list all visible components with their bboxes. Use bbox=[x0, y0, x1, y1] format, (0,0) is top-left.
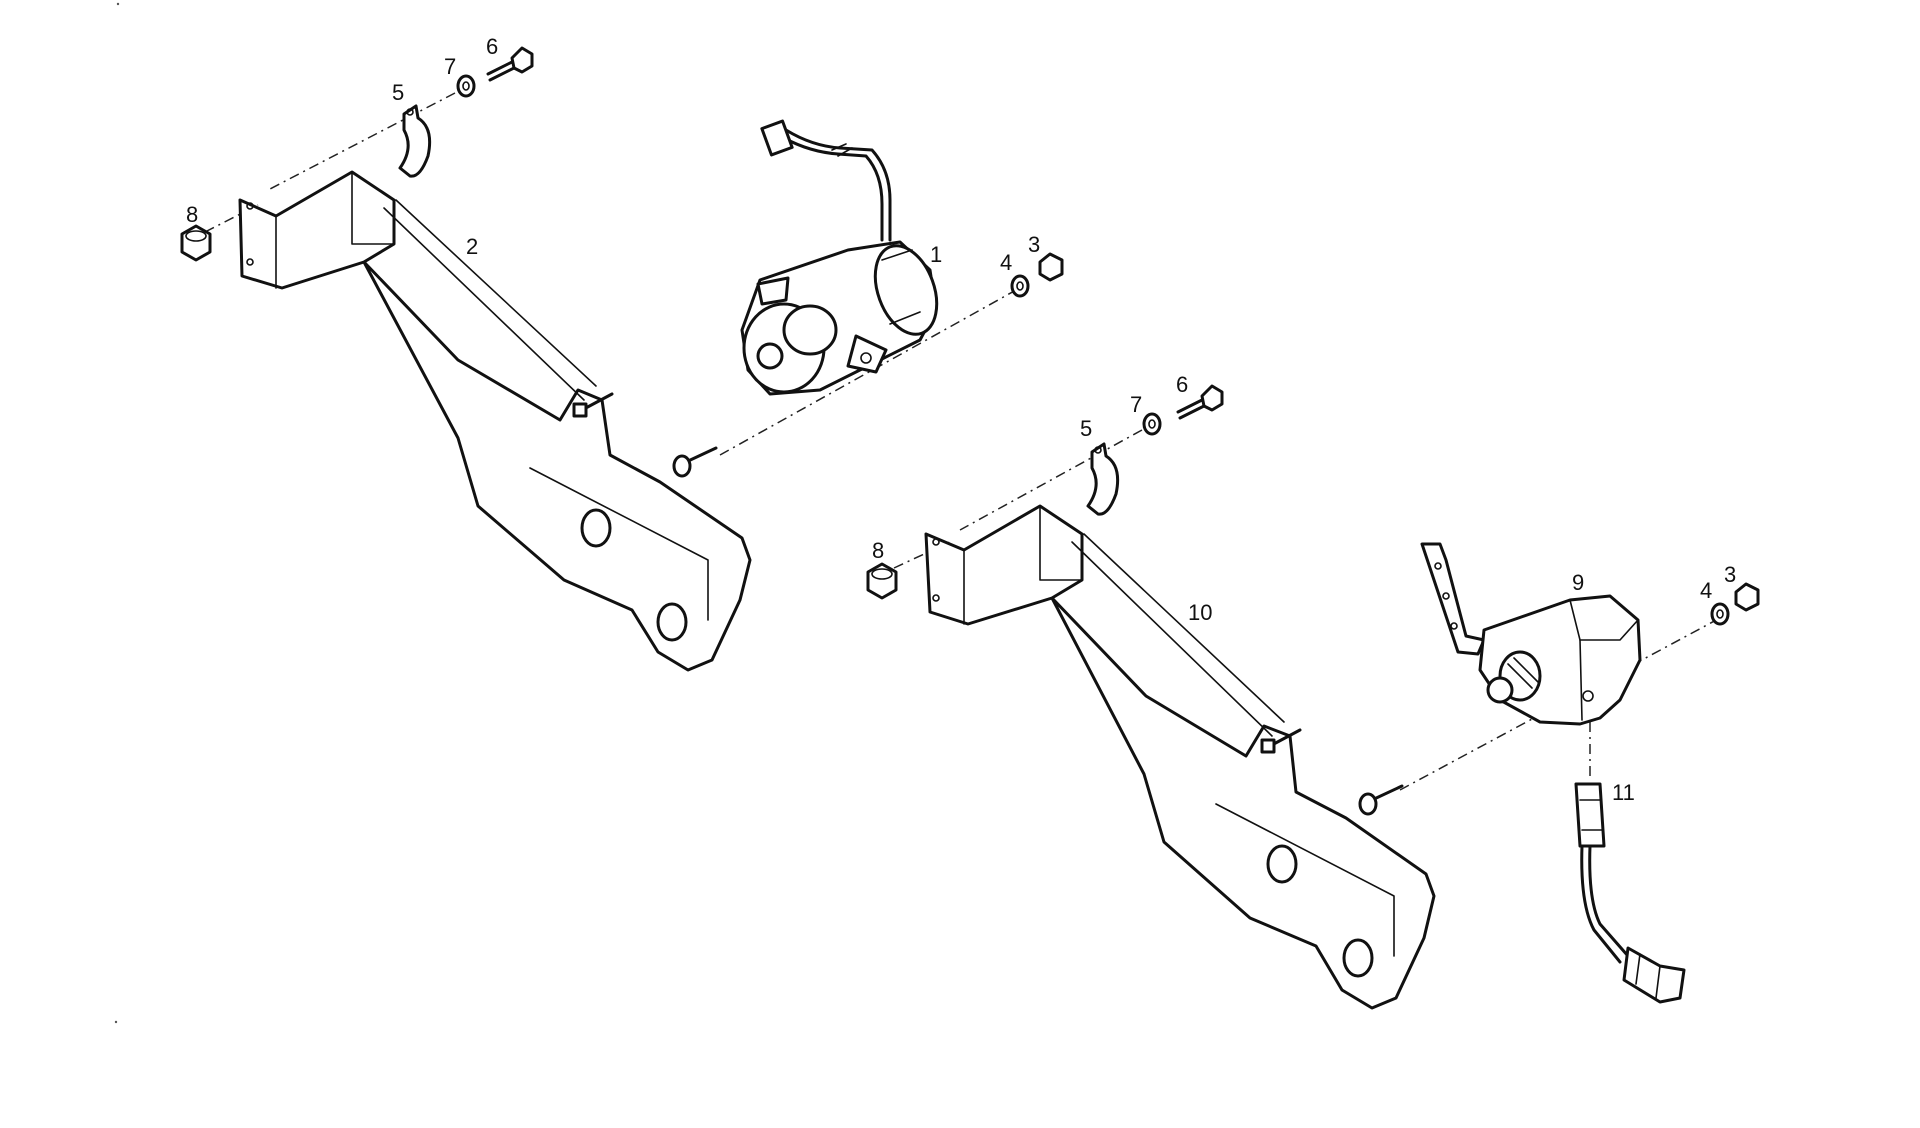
sensor-part-9 bbox=[1420, 542, 1642, 726]
sensor-part-1 bbox=[740, 119, 939, 396]
bracket-part-10 bbox=[924, 504, 1436, 1010]
assembly-a: 1 2 3 4 5 6 7 8 bbox=[180, 34, 1064, 672]
stray-dot bbox=[116, 2, 120, 6]
washer-hole bbox=[1016, 281, 1024, 291]
washer-part-7 bbox=[456, 74, 476, 98]
alignment-line bbox=[719, 284, 1026, 456]
callout-label: 4 bbox=[1000, 250, 1012, 275]
callout-label: 7 bbox=[1130, 392, 1142, 417]
callout-label: 6 bbox=[486, 34, 498, 59]
nut-part-3 bbox=[1038, 252, 1064, 282]
callout-label: 5 bbox=[1080, 416, 1092, 441]
stray-dot bbox=[114, 1020, 118, 1024]
clamp-part-5 bbox=[1086, 442, 1120, 516]
callout-label: 3 bbox=[1028, 232, 1040, 257]
callout-label: 7 bbox=[444, 54, 456, 79]
callout-label: 10 bbox=[1188, 600, 1212, 625]
bracket-part-2 bbox=[238, 170, 752, 672]
nut-part-3 bbox=[1734, 582, 1760, 612]
callout-label: 3 bbox=[1724, 562, 1736, 587]
washer-hole bbox=[1716, 609, 1724, 619]
clamp-part-5 bbox=[398, 104, 432, 178]
callout-label: 9 bbox=[1572, 570, 1584, 595]
callout-label: 2 bbox=[466, 234, 478, 259]
nut-part-8 bbox=[180, 224, 212, 262]
callout-label: 6 bbox=[1176, 372, 1188, 397]
bolt-part-6 bbox=[486, 46, 534, 82]
alignment-line bbox=[959, 429, 1143, 531]
callout-label: 1 bbox=[930, 242, 942, 267]
callout-label: 5 bbox=[392, 80, 404, 105]
callout-label: 8 bbox=[872, 538, 884, 563]
assembly-b: 3 4 5 6 7 8 9 10 11 bbox=[866, 372, 1760, 1010]
callout-label: 11 bbox=[1612, 780, 1635, 805]
bolt-part-6 bbox=[1176, 384, 1224, 420]
harness-part-11 bbox=[1574, 782, 1686, 1004]
washer-part-4 bbox=[1710, 602, 1730, 626]
callout-label: 4 bbox=[1700, 578, 1712, 603]
washer-hole bbox=[462, 81, 470, 91]
callout-label: 8 bbox=[186, 202, 198, 227]
washer-part-4 bbox=[1010, 274, 1030, 298]
washer-part-7 bbox=[1142, 412, 1162, 436]
washer-hole bbox=[1148, 419, 1156, 429]
nut-part-8 bbox=[866, 562, 898, 600]
